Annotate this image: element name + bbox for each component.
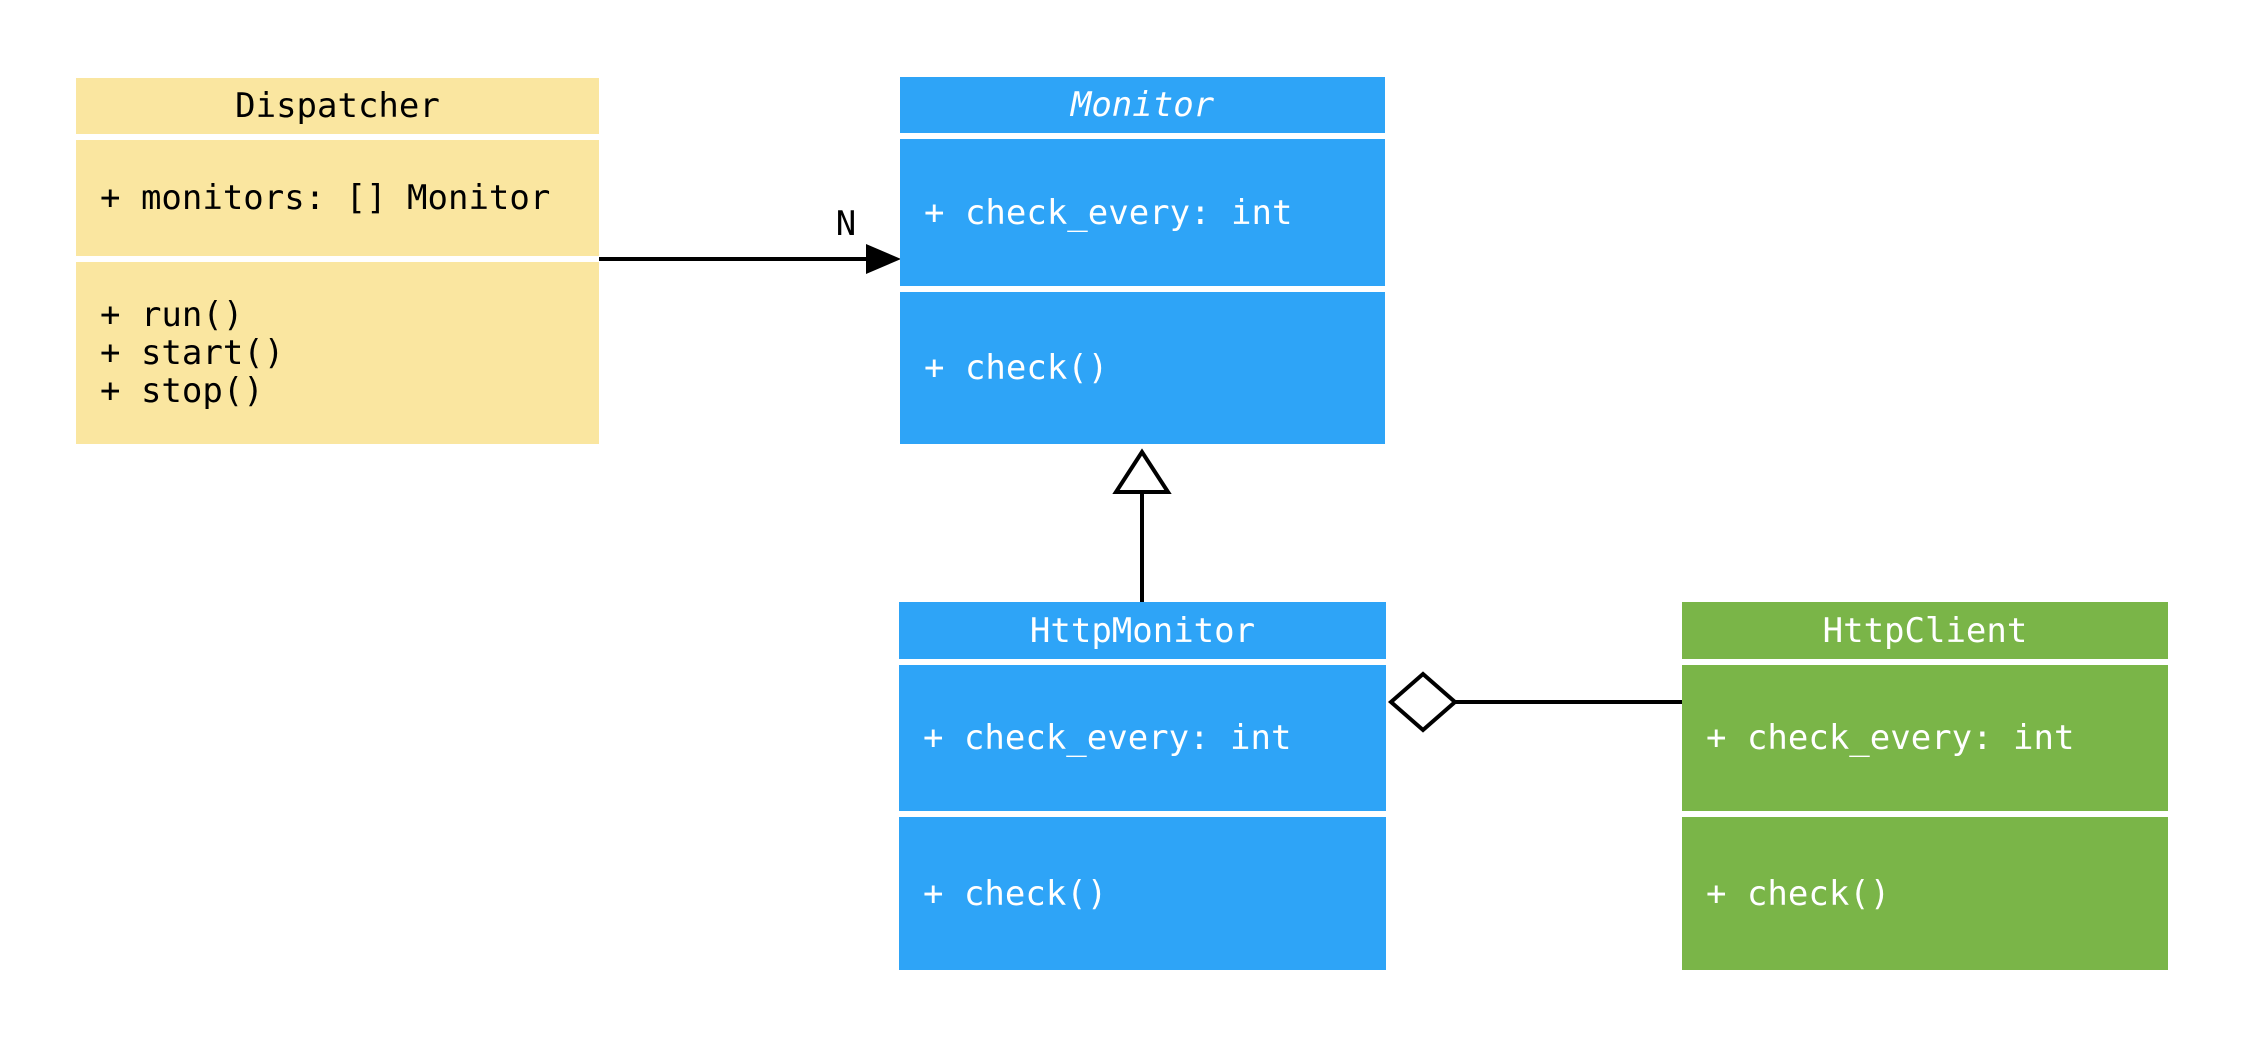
attribute-line: + check_every: int — [1706, 718, 2075, 758]
method-line: + check() — [923, 873, 1108, 914]
inheritance-triangle-icon — [1112, 448, 1172, 494]
association-arrowhead-icon — [866, 244, 901, 274]
methods-section: + check() — [1682, 817, 2168, 970]
class-box-dispatcher: Dispatcher + monitors: [] Monitor + run(… — [76, 78, 599, 444]
method-line: + start() — [100, 333, 285, 373]
methods-section: + check() — [899, 817, 1386, 970]
attributes-section: + check_every: int — [1682, 665, 2168, 811]
attribute-line: + monitors: [] Monitor — [100, 178, 551, 218]
class-title: HttpMonitor — [899, 602, 1386, 659]
methods-section: + check() — [900, 292, 1385, 444]
class-title: Monitor — [900, 77, 1385, 133]
methods-section: + run() + start() + stop() — [76, 262, 599, 444]
method-line: + stop() — [100, 371, 264, 411]
class-box-monitor: Monitor + check_every: int + check() — [900, 77, 1385, 444]
method-line: + run() — [100, 295, 244, 335]
attributes-section: + monitors: [] Monitor — [76, 140, 599, 256]
multiplicity-label: N — [835, 204, 857, 244]
class-box-httpmonitor: HttpMonitor + check_every: int + check() — [899, 602, 1386, 970]
method-line: + check() — [924, 348, 1109, 388]
attribute-line: + check_every: int — [924, 192, 1293, 233]
class-title: HttpClient — [1682, 602, 2168, 659]
class-title: Dispatcher — [76, 78, 599, 134]
aggregation-diamond-icon — [1387, 671, 1459, 733]
attributes-section: + check_every: int — [899, 665, 1386, 811]
attribute-line: + check_every: int — [923, 718, 1292, 758]
class-box-httpclient: HttpClient + check_every: int + check() — [1682, 602, 2168, 970]
method-line: + check() — [1706, 873, 1891, 914]
attributes-section: + check_every: int — [900, 139, 1385, 286]
